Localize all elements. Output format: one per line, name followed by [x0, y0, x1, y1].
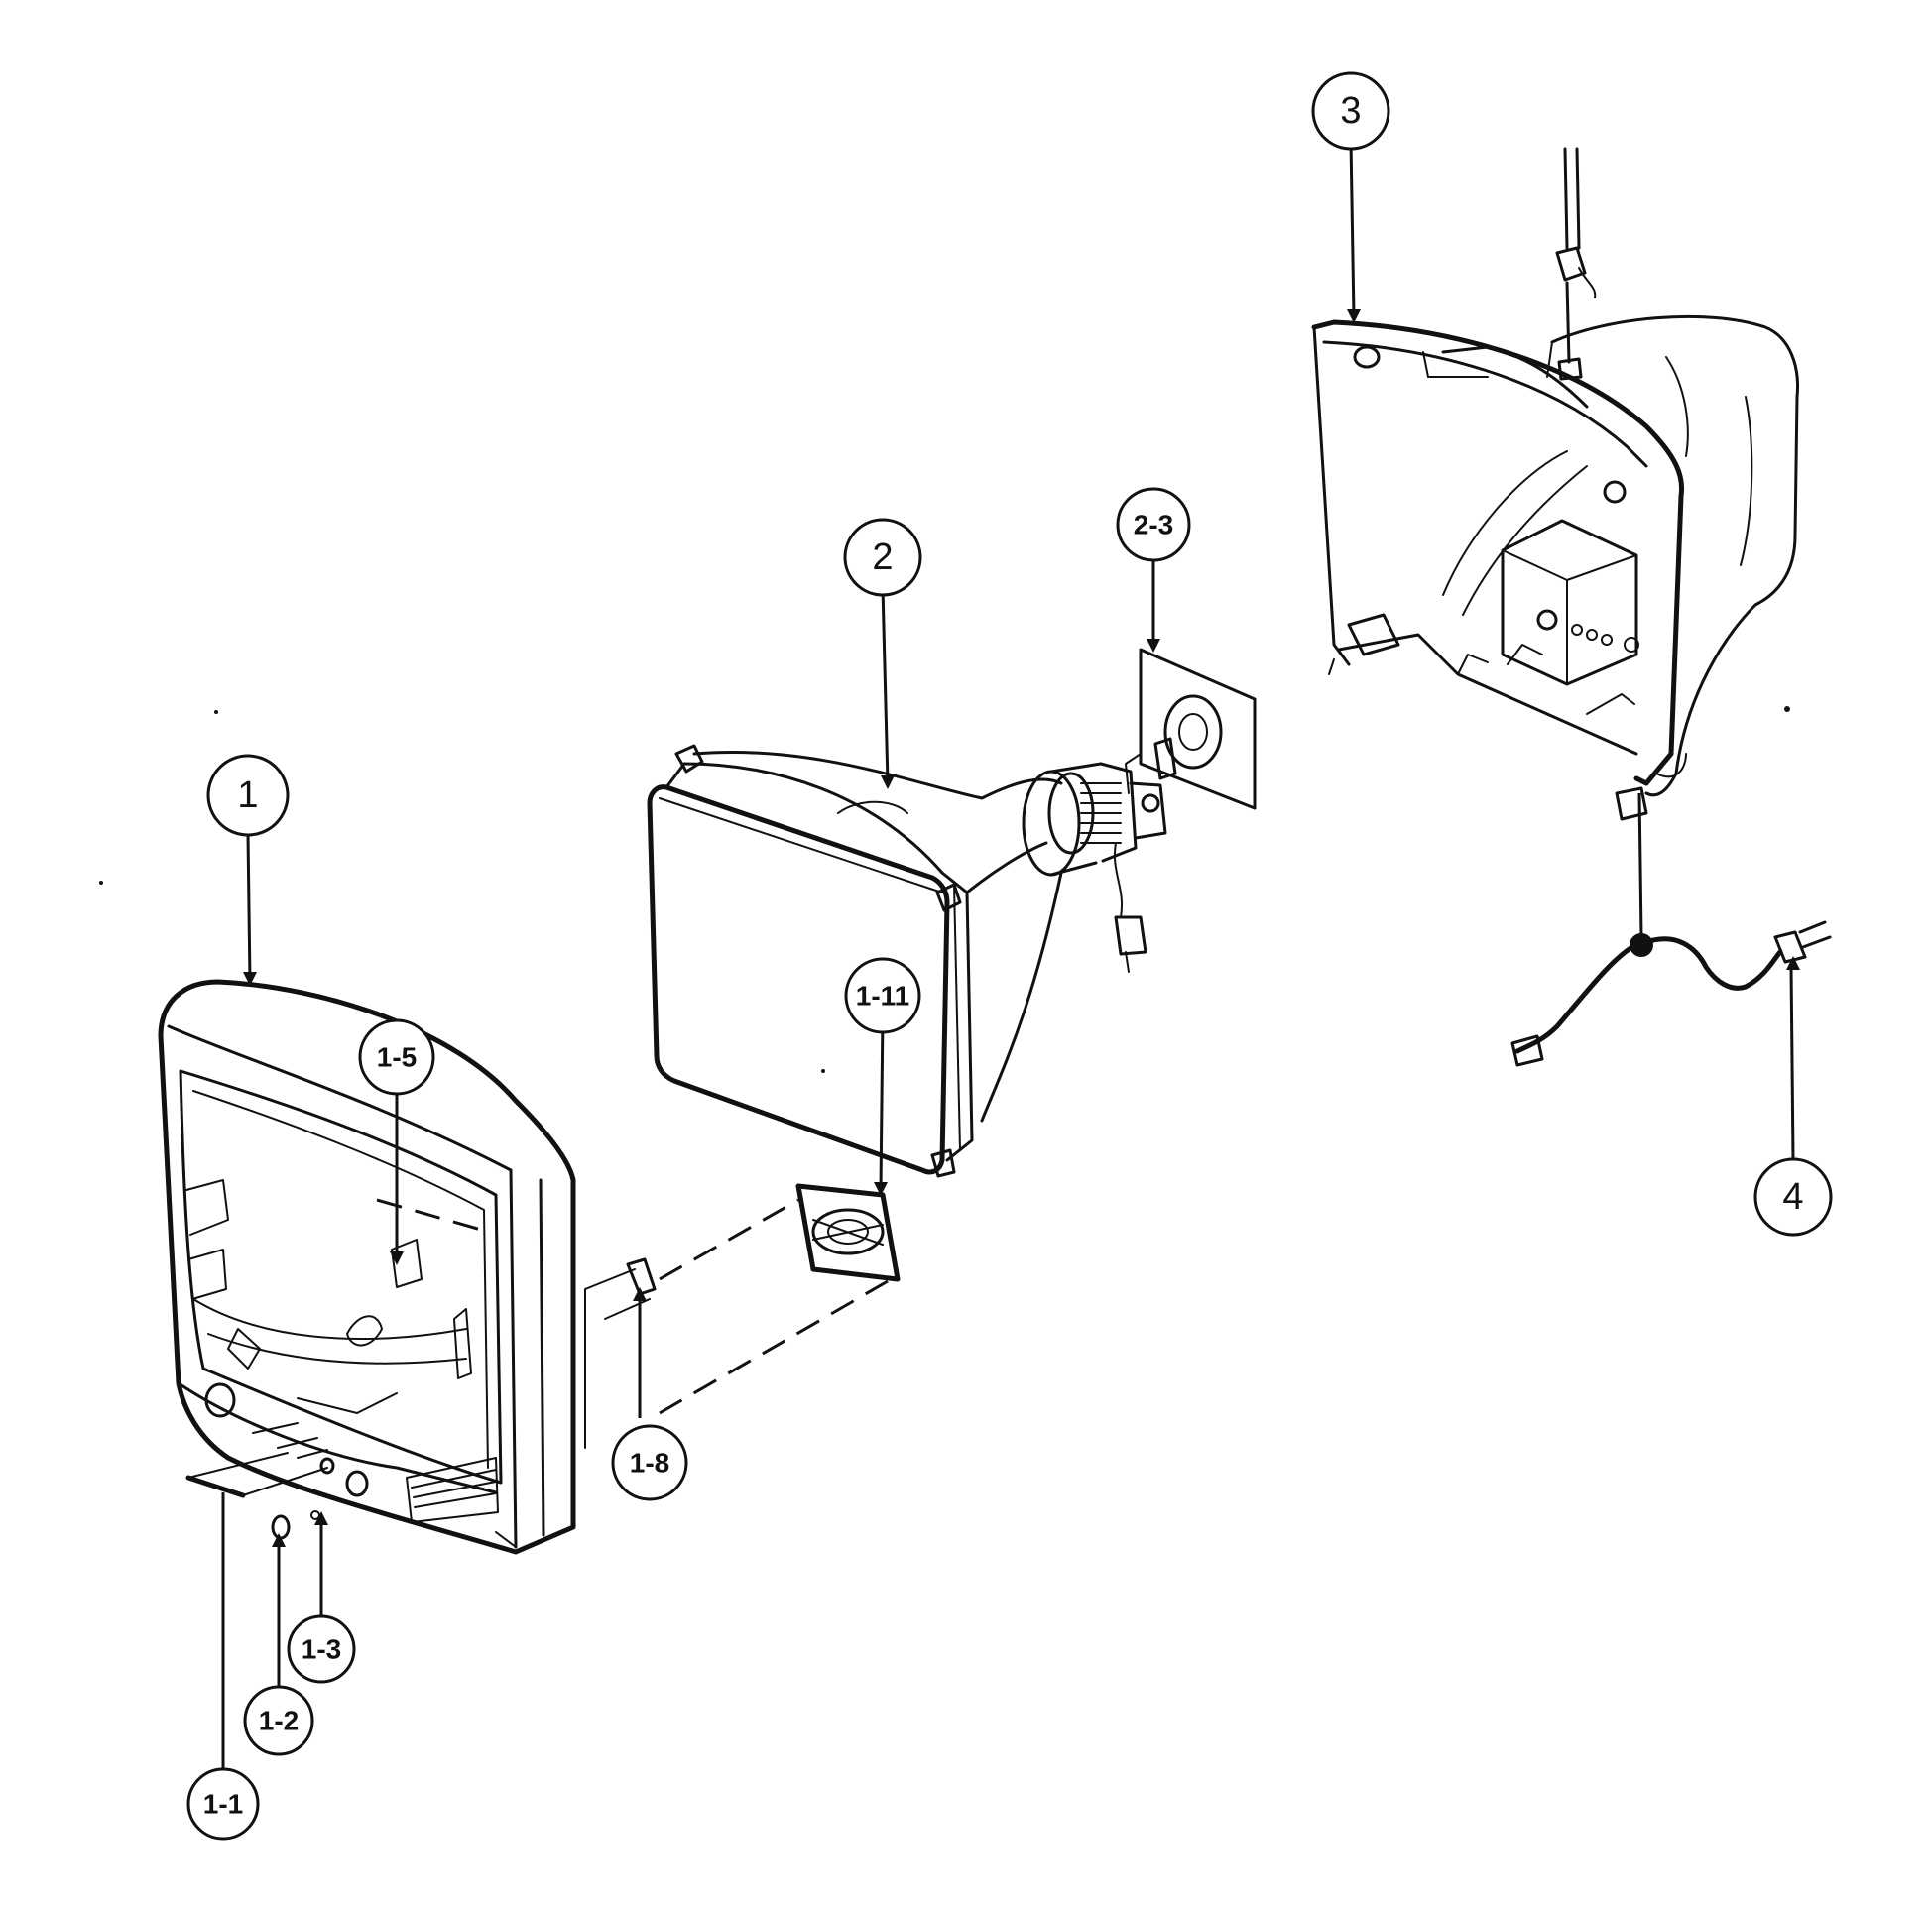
callout-1-5-label: 1-5: [377, 1042, 417, 1073]
speaker-bracket-part-1-8: [584, 1257, 657, 1449]
front-cabinet-part-1: [158, 979, 576, 1555]
back-cabinet-part-3: [1311, 314, 1800, 821]
leader-lines: [221, 140, 1795, 1770]
callout-1-11-label: 1-11: [856, 981, 910, 1012]
callout-3-label: 3: [1340, 90, 1361, 132]
dashed-assembly-lines: [376, 1198, 889, 1415]
leader-arrowheads: [243, 309, 1800, 1547]
callout-1-2-label: 1-2: [259, 1706, 299, 1736]
scan-specks: [99, 706, 1790, 1073]
callout-1-3: 1-3: [287, 1614, 356, 1684]
callout-2-label: 2: [872, 536, 893, 578]
callout-1-8-label: 1-8: [630, 1448, 669, 1479]
antenna-lead: [1555, 147, 1597, 381]
callout-2-3-label: 2-3: [1134, 510, 1173, 540]
callout-1-label: 1: [237, 774, 258, 816]
callout-1-5: 1-5: [358, 1018, 435, 1096]
callout-4-label: 4: [1782, 1176, 1803, 1218]
speaker-part-1-11: [795, 1183, 901, 1282]
callout-1-3-label: 1-3: [302, 1634, 341, 1665]
callout-2-3: 2-3: [1116, 487, 1191, 562]
callout-1: 1: [206, 754, 290, 837]
callout-1-11: 1-11: [844, 957, 921, 1034]
crt-socket-board-part-2-3: [1125, 648, 1257, 810]
callout-1-1-label: 1-1: [203, 1789, 243, 1820]
callout-1-1: 1-1: [186, 1767, 260, 1841]
callout-1-8: 1-8: [611, 1424, 688, 1501]
control-buttons-parts: [185, 1452, 328, 1540]
callout-3: 3: [1311, 71, 1390, 151]
callout-1-2: 1-2: [243, 1685, 314, 1756]
callout-4: 4: [1753, 1157, 1833, 1237]
power-cord-part-4: [1510, 920, 1832, 1067]
picture-tube-part-2: [647, 744, 1167, 1178]
callout-2: 2: [843, 518, 922, 597]
